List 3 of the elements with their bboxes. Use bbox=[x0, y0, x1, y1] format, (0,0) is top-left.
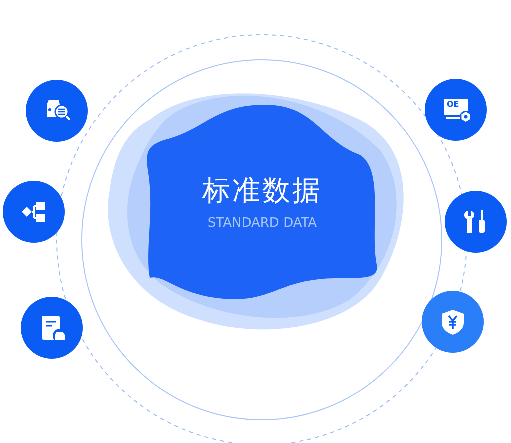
heading: 标准数据 bbox=[202, 173, 322, 209]
subheading: STANDARD DATA bbox=[208, 216, 318, 231]
icon-text: OE bbox=[447, 100, 460, 109]
